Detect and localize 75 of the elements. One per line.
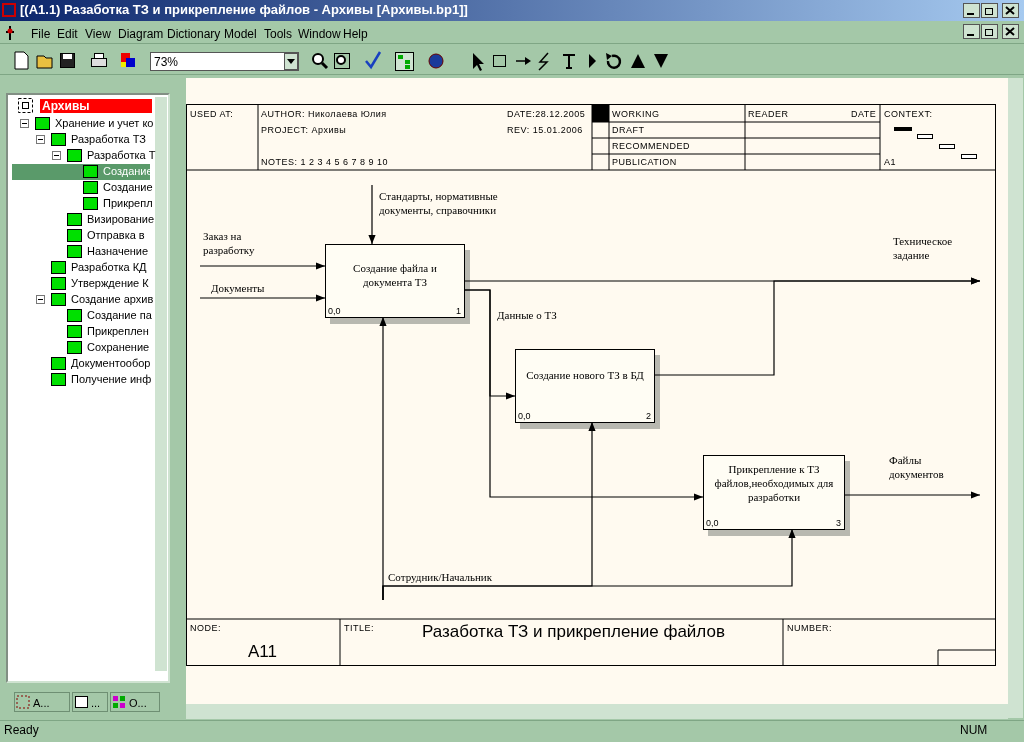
title-block-label: DRAFT	[612, 125, 645, 136]
menu-item: Edit	[57, 27, 78, 41]
tree-item: Хранение и учет ко	[55, 116, 154, 130]
process-label: Прикрепление к ТЗ файлов,необходимых для разработки	[713, 462, 835, 504]
arrow	[382, 528, 796, 601]
title-block-label: CONTEXT:	[884, 109, 933, 120]
arrow-label: Техническое задание	[893, 234, 954, 262]
title-block-label: A1	[884, 157, 896, 168]
title-block-label: PROJECT: Архивы	[261, 125, 347, 136]
tree-item: Визирование	[87, 212, 155, 226]
window-title: [(A1.1) Разаботка ТЗ и прикрепление файлов - Архивы [Архивы.bp1]]	[20, 3, 468, 17]
status-indicator: NUM	[960, 723, 988, 737]
cost-label: 0,0	[518, 411, 531, 421]
tree-item: Назначение	[87, 244, 149, 258]
arrow-label: Сотрудник/Начальник	[388, 570, 494, 584]
box-number: 3	[836, 518, 841, 528]
status-text: Ready	[4, 723, 39, 737]
title-block-label: NUMBER:	[787, 623, 832, 634]
menu-item: File	[31, 27, 51, 41]
tree-item: Документообор	[71, 356, 151, 370]
arrow	[463, 289, 704, 501]
menu-item: Help	[343, 27, 368, 41]
title-block-label: NODE:	[190, 623, 221, 634]
arrow	[843, 491, 981, 499]
menu-item: View	[85, 27, 111, 41]
panel-tab: O...	[110, 692, 160, 712]
tree-item: Создание	[103, 164, 153, 178]
title-block-label: DATE	[851, 109, 877, 120]
arrow-label: Файлы документов	[889, 453, 945, 481]
arrow-label: Документы	[211, 281, 266, 295]
title-block-label: PUBLICATION	[612, 157, 677, 168]
cost-label: 0,0	[706, 518, 719, 528]
arrow	[653, 277, 981, 376]
menu-item: Window	[298, 27, 341, 41]
tree-item: Разработка КД	[71, 260, 147, 274]
title-block-label: RECOMMENDED	[612, 141, 690, 152]
menu-item: Dictionary	[167, 27, 221, 41]
title-block-label: AUTHOR: Николаева Юлия	[261, 109, 387, 120]
title-block-label: DATE:28.12.2005	[507, 109, 586, 120]
tree-item: Получение инф	[71, 372, 152, 386]
process-label: Создание файла и документа ТЗ	[352, 261, 438, 289]
menu-item: Diagram	[118, 27, 164, 41]
box-number: 1	[456, 306, 461, 316]
process-label: Создание нового ТЗ в БД	[525, 368, 645, 382]
tree-item: Сохранение	[87, 340, 150, 354]
zoom-combo-box: 73%	[150, 52, 299, 71]
tree-item: Утверждение К	[71, 276, 149, 290]
panel-tab: A...	[14, 692, 70, 712]
node-number: A11	[248, 642, 277, 662]
title-block-label: REV: 15.01.2006	[507, 125, 583, 136]
tree-item: Создание па	[87, 308, 152, 322]
title-block-label: WORKING	[612, 109, 660, 120]
tree-item: Разработка Т	[87, 148, 156, 162]
arrow-label: Заказ на разработку	[203, 229, 256, 257]
tree-root-item: Архивы	[40, 99, 152, 113]
cost-label: 0,0	[328, 306, 341, 316]
menu-item: Tools	[264, 27, 292, 41]
arrow	[199, 262, 326, 270]
arrow-label: Данные о ТЗ	[497, 308, 558, 322]
title-block-label: USED AT:	[190, 109, 234, 120]
menu-item: Model	[224, 27, 257, 41]
title-block-label: READER	[748, 109, 789, 120]
tree-item: Разработка ТЗ	[71, 132, 146, 146]
title-block-label: TITLE:	[344, 623, 374, 634]
tree-item: Создание	[103, 180, 153, 194]
arrow	[199, 294, 326, 302]
arrow-label: Стандарты, нормативные документы, справочники	[379, 189, 499, 217]
box-number: 2	[646, 411, 651, 421]
diagram-title: Разаботка ТЗ и прикрепление файлов	[422, 622, 725, 642]
tree-item: Создание архив	[71, 292, 154, 306]
tree-item: Отправка в	[87, 228, 145, 242]
tree-item: Прикрепл	[103, 196, 153, 210]
tree-item: Прикреплен	[87, 324, 149, 338]
arrow	[368, 184, 376, 245]
title-block-label: NOTES: 1 2 3 4 5 6 7 8 9 10	[261, 157, 389, 168]
